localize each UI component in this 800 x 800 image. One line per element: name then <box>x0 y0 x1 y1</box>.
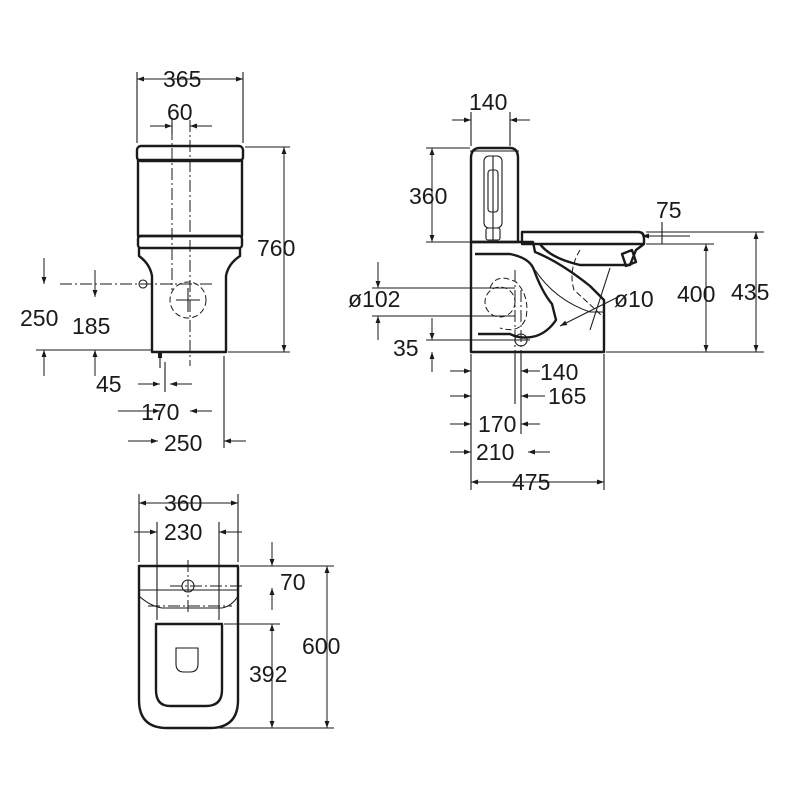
dim-400: 400 <box>677 281 715 307</box>
front-view: 365 60 760 250 185 45 170 250 <box>20 66 295 456</box>
dim-600: 600 <box>302 633 340 659</box>
dim-45: 45 <box>96 371 122 397</box>
dim-360: 360 <box>409 183 447 209</box>
dim-250-height: 250 <box>20 305 58 331</box>
dim-165: 165 <box>548 383 586 409</box>
seat-opening <box>154 622 224 708</box>
dim-365: 365 <box>163 66 201 92</box>
dim-760: 760 <box>257 235 295 261</box>
dim-140-tank: 140 <box>469 89 507 115</box>
dim-102: ø102 <box>348 286 400 312</box>
front-pedestal <box>137 248 242 354</box>
dim-140-offset: 140 <box>540 359 578 385</box>
side-view: 140 360 75 400 435 ø102 ø10 35 <box>348 89 769 495</box>
water-inlet-icon <box>138 279 148 289</box>
dim-475: 475 <box>512 469 550 495</box>
dim-170-side: 170 <box>478 411 516 437</box>
dim-60: 60 <box>167 99 193 125</box>
dim-230: 230 <box>164 519 202 545</box>
dim-250-bottom: 250 <box>164 430 202 456</box>
dim-360-top: 360 <box>164 490 202 516</box>
dim-10: ø10 <box>614 286 654 312</box>
side-tank <box>469 146 520 244</box>
dim-435: 435 <box>731 279 769 305</box>
dim-75: 75 <box>656 197 682 223</box>
dim-35: 35 <box>393 335 419 361</box>
top-view: 360 230 70 600 392 <box>134 490 340 730</box>
dim-170-front: 170 <box>141 399 179 425</box>
side-seat <box>520 230 646 246</box>
dim-70: 70 <box>280 569 306 595</box>
dim-185: 185 <box>72 313 110 339</box>
dim-392: 392 <box>249 661 287 687</box>
dim-210: 210 <box>476 439 514 465</box>
